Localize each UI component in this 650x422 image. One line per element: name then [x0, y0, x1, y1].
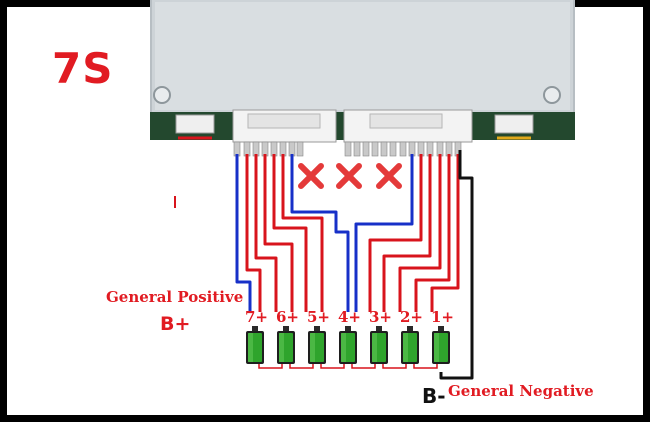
connector-pin: [371, 141, 379, 157]
b-plus-label: B+: [160, 313, 191, 335]
series-count-title: 7S: [52, 44, 114, 93]
red-wire: [382, 154, 432, 312]
connector-pin: [380, 141, 388, 157]
cell-terminal-label: 2+: [400, 308, 424, 326]
red-wire: [272, 154, 308, 312]
connector-pin: [296, 141, 304, 157]
connector-pin: [362, 141, 370, 157]
cell-terminal-label: 1+: [431, 308, 455, 326]
blue-wire: [354, 154, 414, 312]
battery-cells: [246, 326, 450, 369]
cross-mark: [336, 163, 362, 189]
connector-pin: [344, 141, 352, 157]
b-minus-label: B-: [422, 384, 446, 408]
connector-pin: [288, 141, 296, 157]
red-wire: [414, 154, 451, 312]
general-negative-label: General Negative: [448, 382, 594, 400]
connector-pin: [436, 141, 444, 157]
connector-pin: [243, 141, 251, 157]
bms-board: [150, 0, 575, 143]
connector-pin: [261, 141, 269, 157]
connector-pin: [408, 141, 416, 157]
connector-pins: [233, 141, 462, 157]
cell-terminal-label: 3+: [369, 308, 393, 326]
connector-pin: [389, 141, 397, 157]
red-wire: [368, 154, 423, 312]
battery-cell: [401, 326, 419, 364]
connector-pin: [426, 141, 434, 157]
black-wire: [439, 150, 474, 380]
battery-cell: [370, 326, 388, 364]
cell-terminal-label: 4+: [338, 308, 362, 326]
connector-pin: [353, 141, 361, 157]
red-wire: [281, 154, 324, 312]
connector-pin: [233, 141, 241, 157]
side-connector-left: [175, 114, 215, 134]
blue-wire: [235, 154, 252, 312]
connector-pin: [399, 141, 407, 157]
unused-wire-marks: [298, 163, 402, 189]
marker-tick: [174, 196, 176, 208]
mount-hole-left: [153, 86, 171, 104]
cell-terminal-label: 5+: [307, 308, 331, 326]
cell-terminal-label: 7+: [245, 308, 269, 326]
red-wire: [430, 154, 460, 312]
battery-cell: [308, 326, 326, 364]
red-wire: [398, 154, 442, 312]
connector-pin: [279, 141, 287, 157]
connector-pin: [445, 141, 453, 157]
red-wire: [245, 154, 262, 312]
cell-terminal-label: 6+: [276, 308, 300, 326]
connector-pin: [270, 141, 278, 157]
cross-mark: [376, 163, 402, 189]
blue-wire: [290, 154, 350, 312]
side-connector-right: [494, 114, 534, 134]
red-wire: [254, 154, 278, 312]
balance-wires: [235, 150, 474, 380]
battery-cell: [277, 326, 295, 364]
battery-cell: [339, 326, 357, 364]
battery-cell: [246, 326, 264, 364]
mount-hole-right: [543, 86, 561, 104]
general-positive-label: General Positive: [106, 288, 244, 306]
battery-cell: [432, 326, 450, 364]
connector-pin: [252, 141, 260, 157]
cross-mark: [298, 163, 324, 189]
connector-pin: [417, 141, 425, 157]
red-wire: [263, 154, 294, 312]
